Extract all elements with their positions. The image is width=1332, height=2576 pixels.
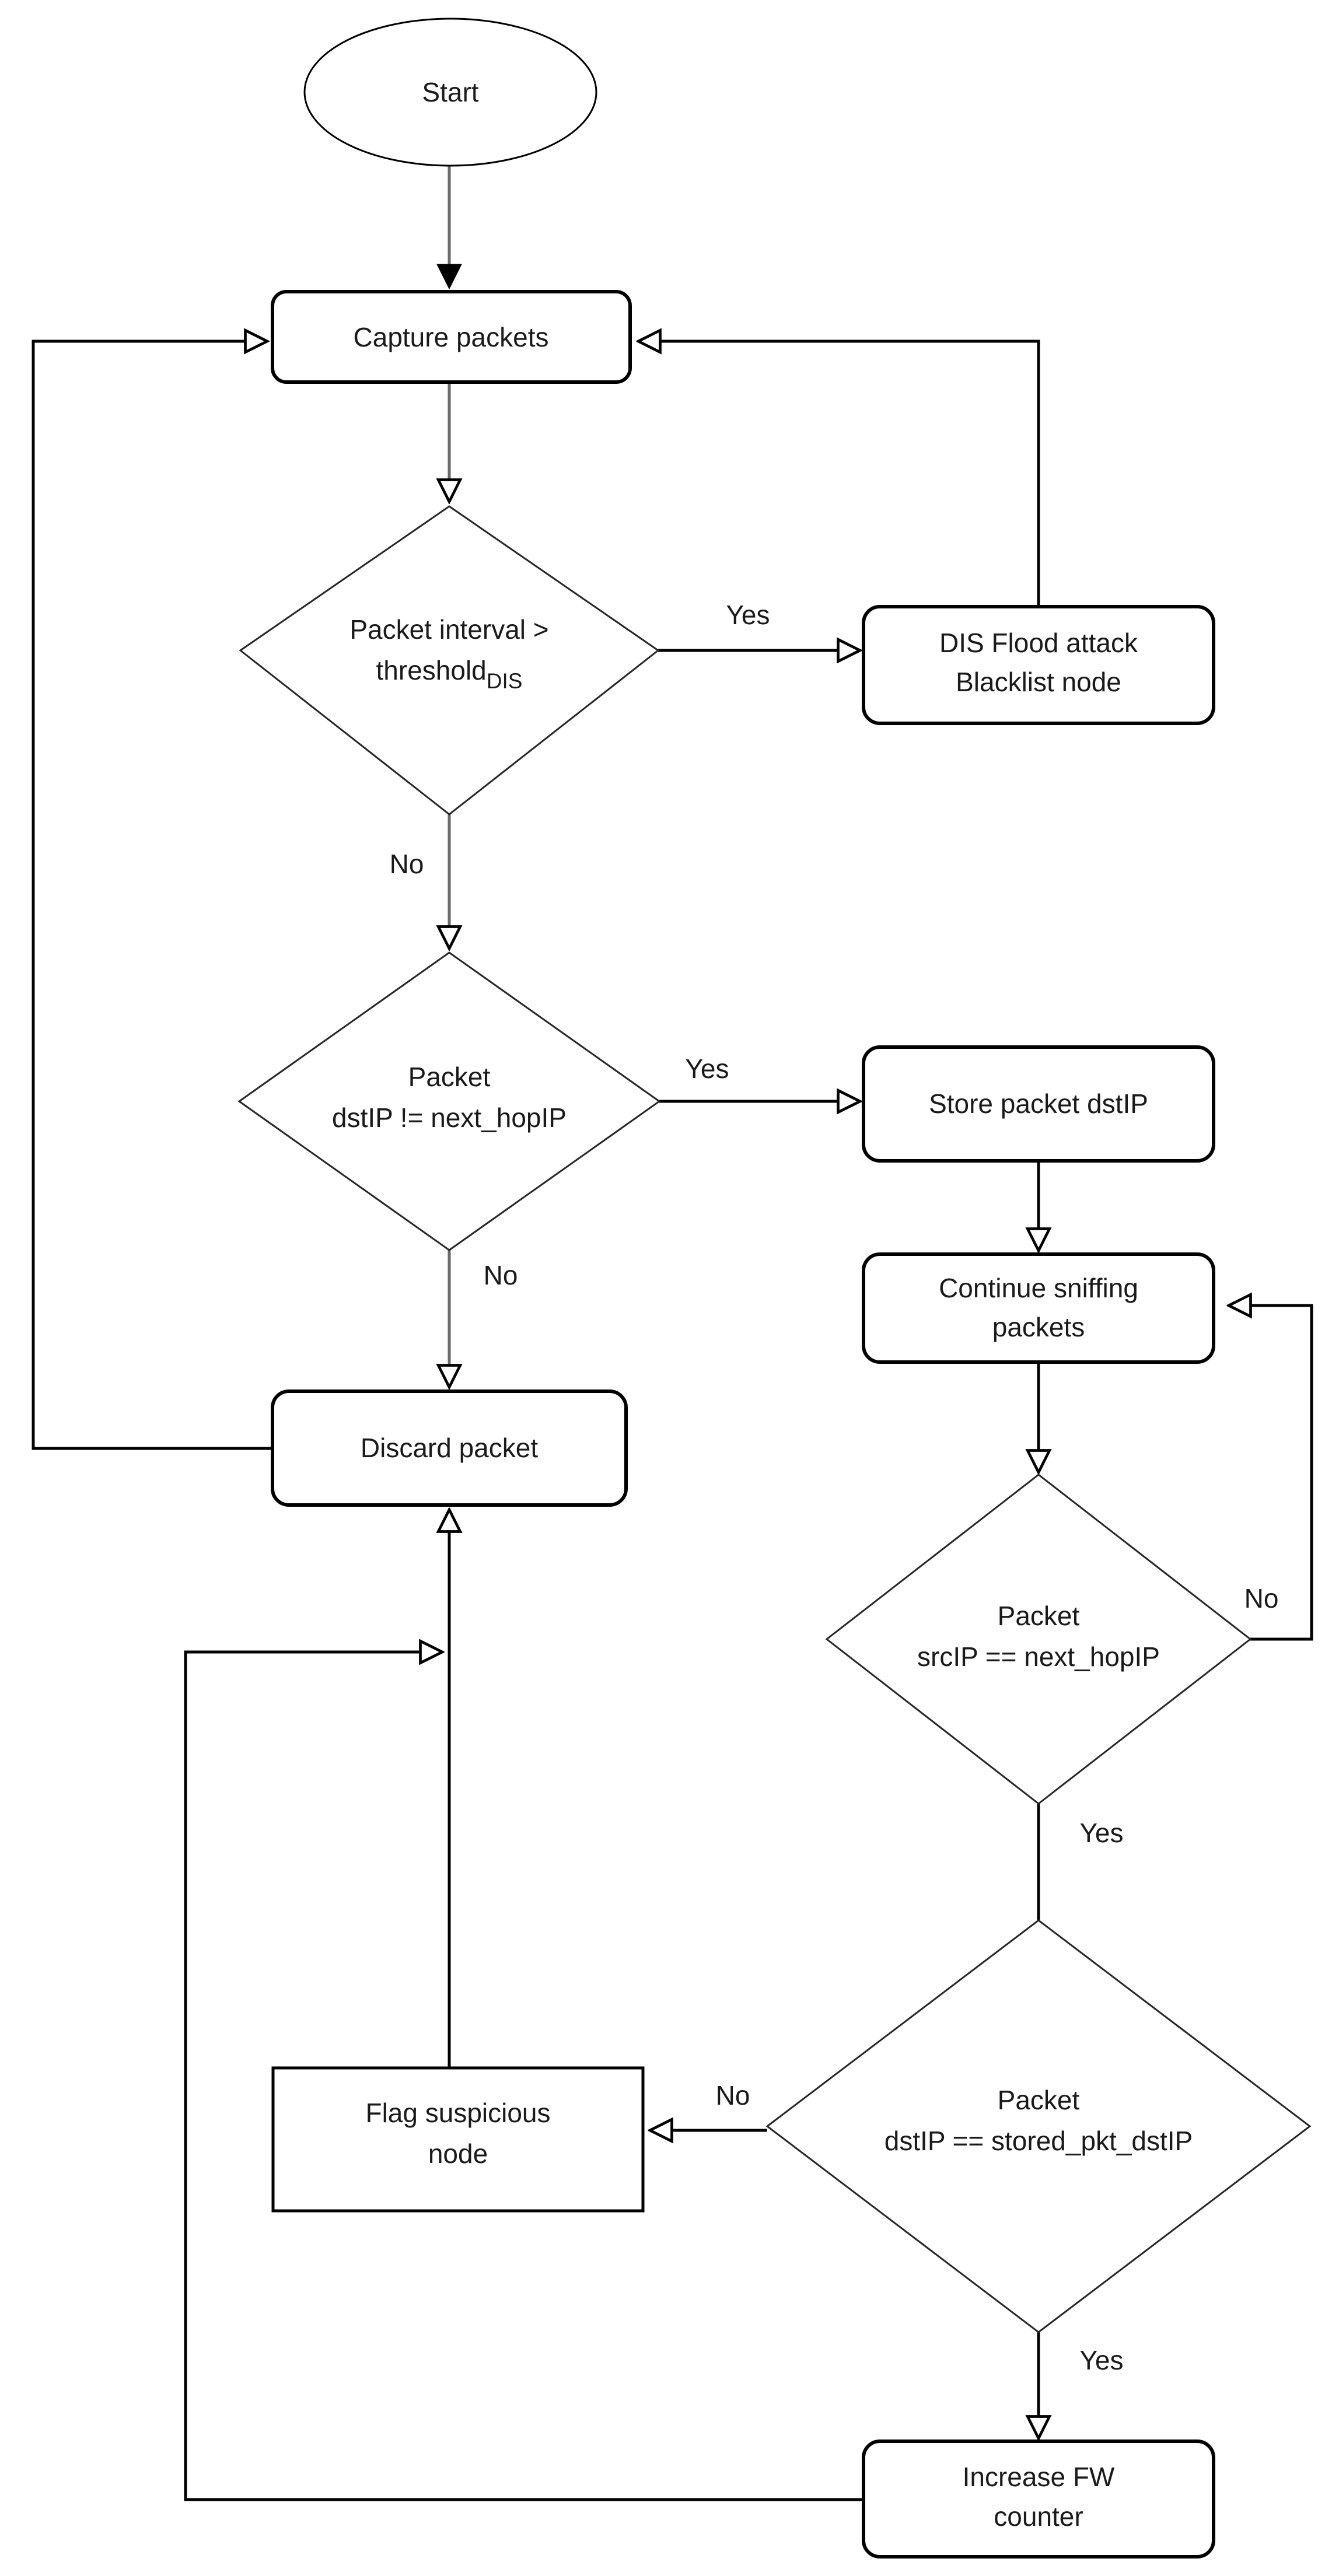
decision-srcip-nexthop-line2: srcIP == next_hopIP	[917, 1642, 1160, 1672]
increase-fw-counter-box	[862, 2440, 1215, 2558]
dis-flood-attack-line1: DIS Flood attack	[939, 628, 1138, 658]
threshold-subscript-dis: DIS	[487, 669, 523, 693]
node-store-packet-dstip: Store packet dstIP	[862, 1045, 1215, 1163]
decision-dstip-nexthop-diamond	[237, 951, 661, 1251]
node-dis-flood-attack: DIS Flood attack Blacklist node	[862, 605, 1215, 725]
threshold-text: threshold	[376, 655, 487, 685]
discard-packet-box	[271, 1390, 628, 1507]
edge-d2-no: No	[449, 1250, 518, 1387]
label-d3-no: No	[1244, 1583, 1279, 1614]
edge-discard-capture-line	[32, 341, 272, 1450]
decision-packet-interval-diamond	[239, 505, 660, 816]
edge-increase-loop-line	[184, 1652, 863, 2501]
decision-packet-interval-line2: thresholdDIS	[376, 655, 523, 693]
discard-packet-label: Discard packet	[361, 1433, 538, 1463]
edge-d4-no: No	[650, 2080, 767, 2130]
node-start: Start	[303, 18, 597, 167]
label-d2-no: No	[484, 1260, 518, 1290]
store-packet-dstip-label: Store packet dstIP	[929, 1088, 1148, 1119]
continue-sniffing-line2: packets	[992, 1312, 1085, 1342]
decision-srcip-nexthop-diamond	[825, 1474, 1252, 1805]
node-decision-dstip-nexthop: Packet dstIP != next_hopIP	[237, 951, 661, 1251]
decision-dstip-storedpkt-line1: Packet	[998, 2085, 1080, 2115]
label-d3-yes: Yes	[1079, 1818, 1123, 1848]
edge-d1-yes: Yes	[658, 600, 860, 650]
start-label: Start	[422, 77, 478, 107]
start-ellipse	[303, 18, 597, 167]
node-flag-suspicious: Flag suspicious node	[271, 2066, 645, 2213]
flag-suspicious-line1: Flag suspicious	[365, 2098, 550, 2128]
decision-dstip-storedpkt-diamond	[765, 1919, 1312, 2333]
dis-flood-attack-box	[862, 605, 1215, 725]
edge-discard-capture-loop	[32, 341, 272, 1450]
flag-suspicious-line2: node	[428, 2138, 488, 2169]
node-decision-packet-interval: Packet interval > thresholdDIS	[239, 505, 660, 816]
edge-dis-return-line	[638, 341, 1040, 607]
edge-d2-yes: Yes	[659, 1054, 860, 1101]
node-increase-fw-counter: Increase FW counter	[862, 2440, 1215, 2558]
label-d1-no: No	[390, 849, 424, 879]
increase-fw-counter-line1: Increase FW	[963, 2462, 1115, 2492]
edge-d3-yes: Yes	[1037, 1804, 1124, 1920]
node-continue-sniffing: Continue sniffing packets	[862, 1252, 1215, 1364]
edge-d4-yes: Yes	[1039, 2332, 1124, 2438]
edge-dis-return	[638, 341, 1040, 607]
node-capture-packets: Capture packets	[271, 290, 632, 384]
node-discard-packet: Discard packet	[271, 1390, 628, 1507]
capture-packets-box	[271, 290, 632, 384]
decision-dstip-storedpkt-line2: dstIP == stored_pkt_dstIP	[884, 2126, 1193, 2156]
label-d2-yes: Yes	[685, 1054, 729, 1084]
label-d4-no: No	[716, 2080, 750, 2110]
continue-sniffing-box	[862, 1252, 1215, 1364]
edge-d3-no-line	[1229, 1306, 1313, 1641]
edge-increase-loop	[184, 1652, 863, 2501]
label-d1-yes: Yes	[726, 600, 770, 630]
node-decision-dstip-storedpkt: Packet dstIP == stored_pkt_dstIP	[765, 1919, 1312, 2333]
store-packet-dstip-box	[862, 1045, 1215, 1163]
dis-flood-attack-line2: Blacklist node	[956, 667, 1121, 697]
decision-dstip-nexthop-line1: Packet	[408, 1062, 491, 1092]
decision-packet-interval-line1: Packet interval >	[349, 614, 548, 645]
decision-dstip-nexthop-line2: dstIP != next_hopIP	[332, 1102, 567, 1133]
edge-d1-no: No	[390, 814, 449, 949]
edge-d3-no-loop: No	[1229, 1306, 1313, 1641]
decision-srcip-nexthop-line1: Packet	[998, 1601, 1080, 1631]
increase-fw-counter-line2: counter	[994, 2501, 1083, 2532]
capture-packets-label: Capture packets	[354, 322, 549, 352]
flag-suspicious-box	[271, 2066, 645, 2213]
continue-sniffing-line1: Continue sniffing	[939, 1273, 1138, 1303]
label-d4-yes: Yes	[1079, 2345, 1123, 2375]
node-decision-srcip-nexthop: Packet srcIP == next_hopIP	[825, 1474, 1252, 1805]
